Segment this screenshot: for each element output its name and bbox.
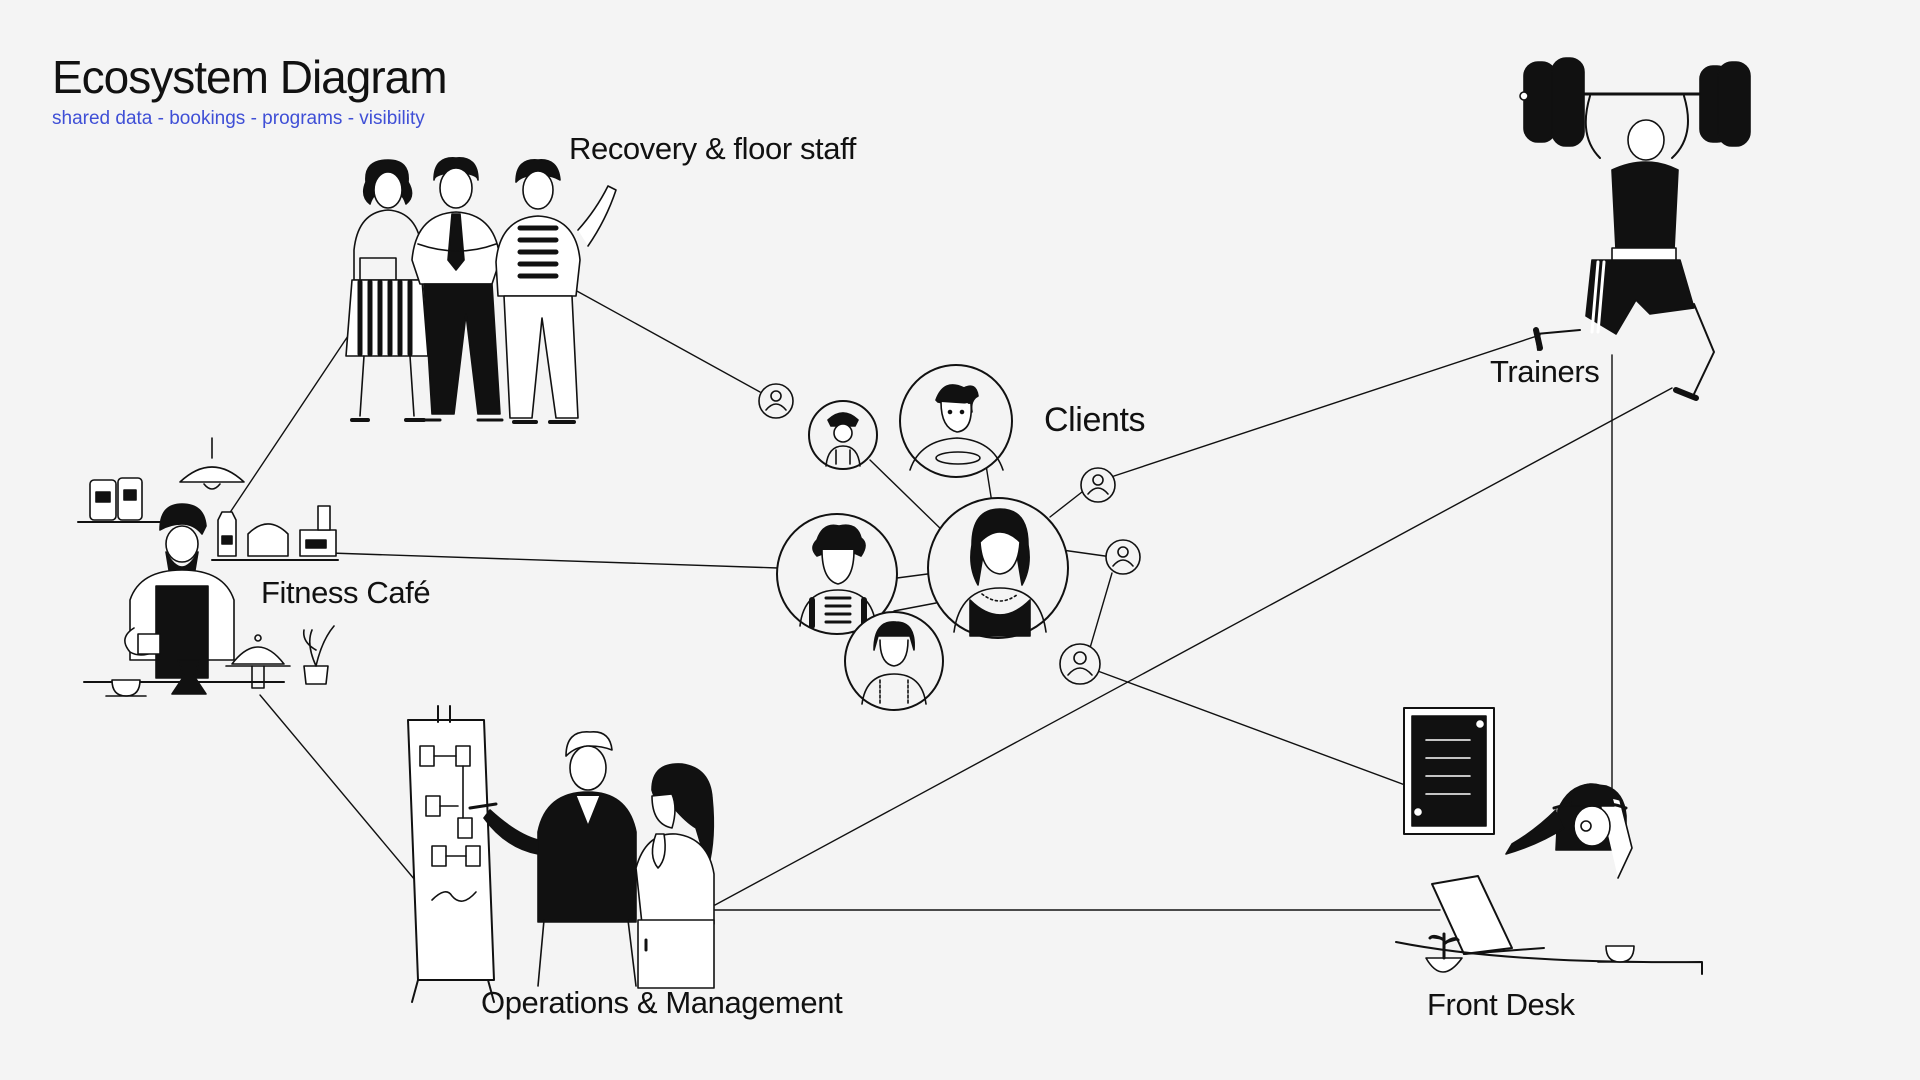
user-icon [1059, 643, 1101, 685]
client-avatar [899, 364, 1013, 478]
cup-icon [1597, 945, 1643, 963]
frontdesk-scene [1395, 707, 1703, 975]
node-label-trainers: Trainers [1490, 354, 1600, 389]
plant-icon [1425, 932, 1463, 973]
client-avatar [844, 611, 944, 711]
line-ops-trainers [714, 387, 1673, 906]
line-recovery-client [574, 289, 761, 393]
client-avatar [808, 400, 878, 470]
trainer-weightlifter [1519, 57, 1751, 401]
line-cafe-client [329, 552, 779, 569]
recovery-staff-group [345, 157, 617, 424]
node-label-operations: Operations & Management [481, 985, 843, 1020]
client-avatar [776, 513, 898, 635]
flipchart-icon [407, 705, 495, 1003]
node-label-clients: Clients [1044, 401, 1146, 439]
menu-board-icon [1403, 707, 1495, 835]
connector-lines [224, 289, 1673, 911]
line-client-board [1094, 669, 1406, 786]
cafe-scene [77, 437, 339, 697]
user-icon [758, 383, 794, 419]
user-icon [1105, 539, 1141, 575]
cup-icon [105, 679, 147, 697]
line-cafe-ops [259, 694, 416, 881]
diagram-subtitle: shared data - bookings - programs - visi… [52, 108, 425, 129]
client-avatar [927, 497, 1069, 639]
lamp-icon [179, 437, 245, 490]
line-client-trainers [1107, 334, 1541, 479]
plant-icon [302, 625, 335, 685]
user-icon [1080, 467, 1116, 503]
barbell-icon [1519, 57, 1751, 147]
operations-scene [407, 705, 715, 1003]
node-label-cafe: Fitness Café [261, 575, 431, 610]
node-label-front-desk: Front Desk [1427, 987, 1575, 1022]
diagram-title: Ecosystem Diagram [52, 51, 448, 103]
line-recovery-cafe [224, 329, 353, 521]
node-label-recovery: Recovery & floor staff [569, 131, 856, 166]
